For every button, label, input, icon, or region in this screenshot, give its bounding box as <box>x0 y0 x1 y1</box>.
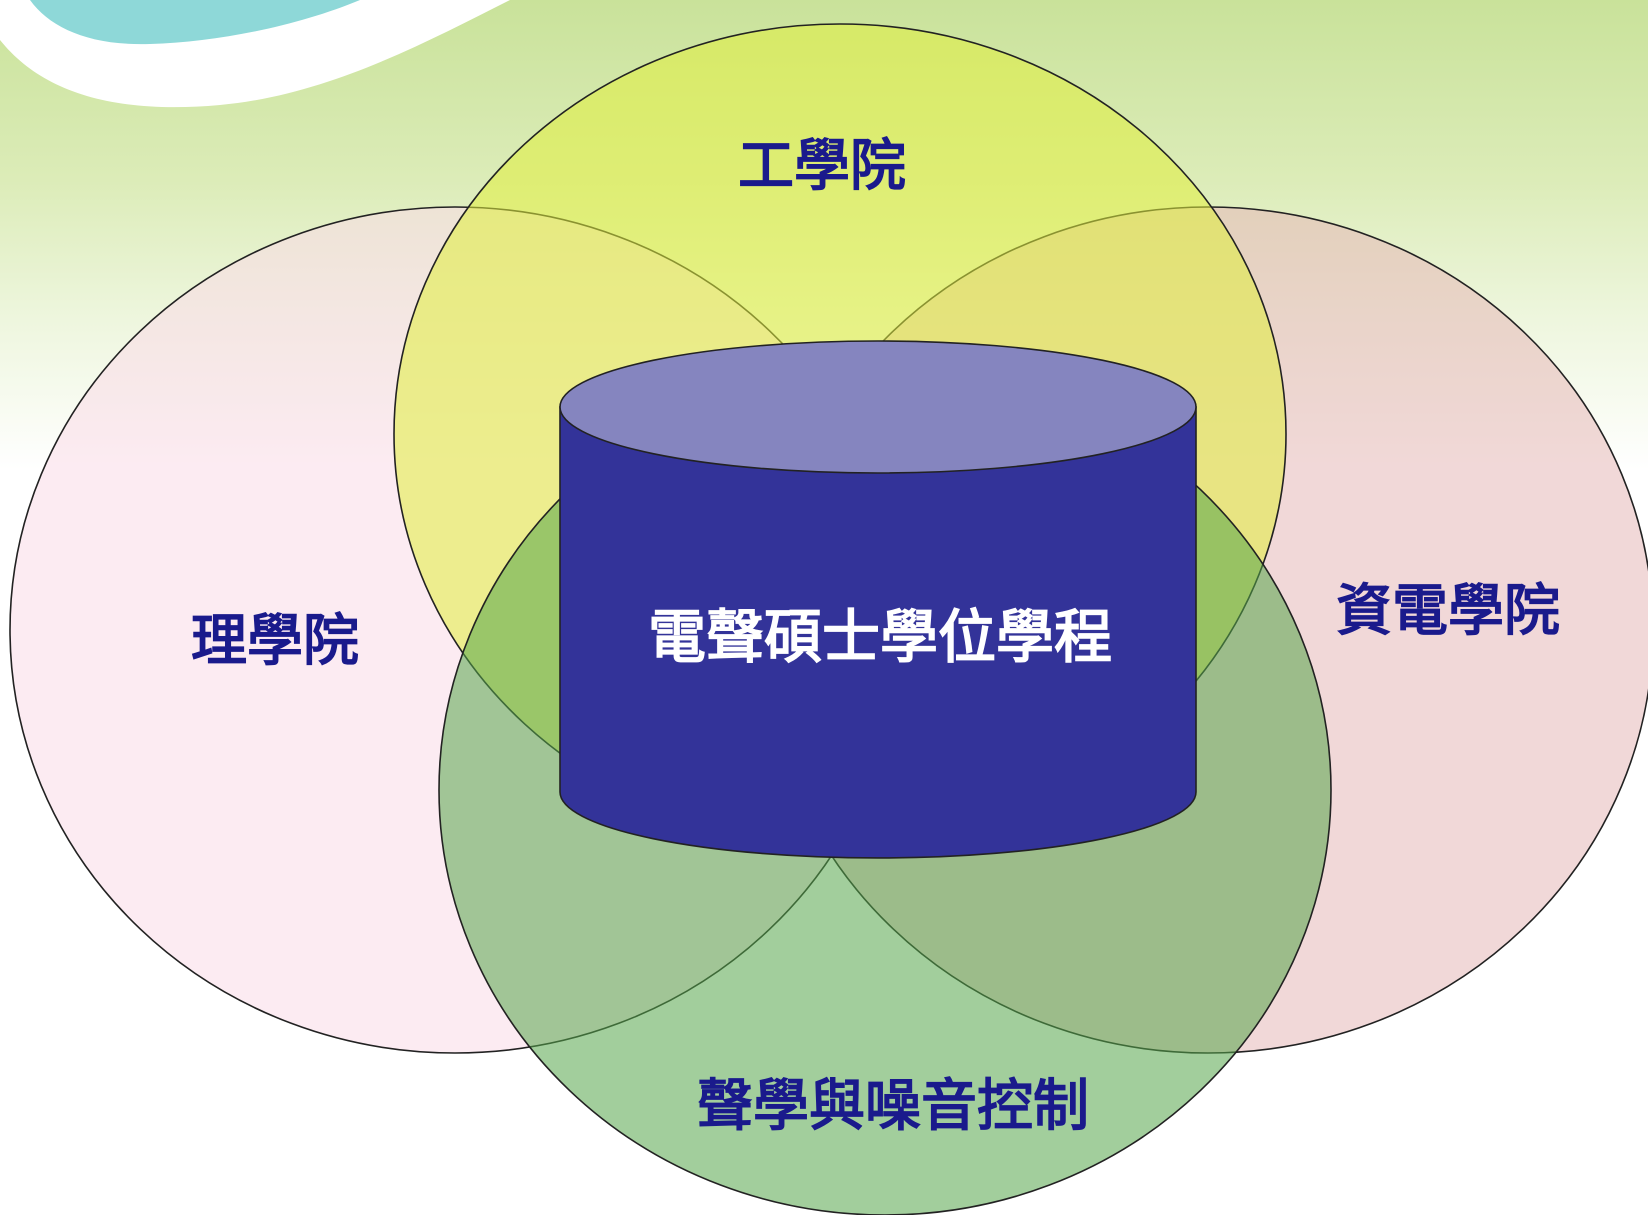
cylinder-body <box>559 406 1197 859</box>
program-cylinder <box>559 340 1197 859</box>
eecs-label: 資電學院 <box>1336 578 1560 644</box>
program-label: 電聲碩士學位學程 <box>648 603 1112 671</box>
acoustics-label: 聲學與噪音控制 <box>697 1073 1089 1139</box>
engineering-label: 工學院 <box>738 133 906 199</box>
science-label: 理學院 <box>191 608 359 674</box>
cylinder-top <box>559 340 1197 474</box>
decorative-swoosh <box>0 0 510 108</box>
